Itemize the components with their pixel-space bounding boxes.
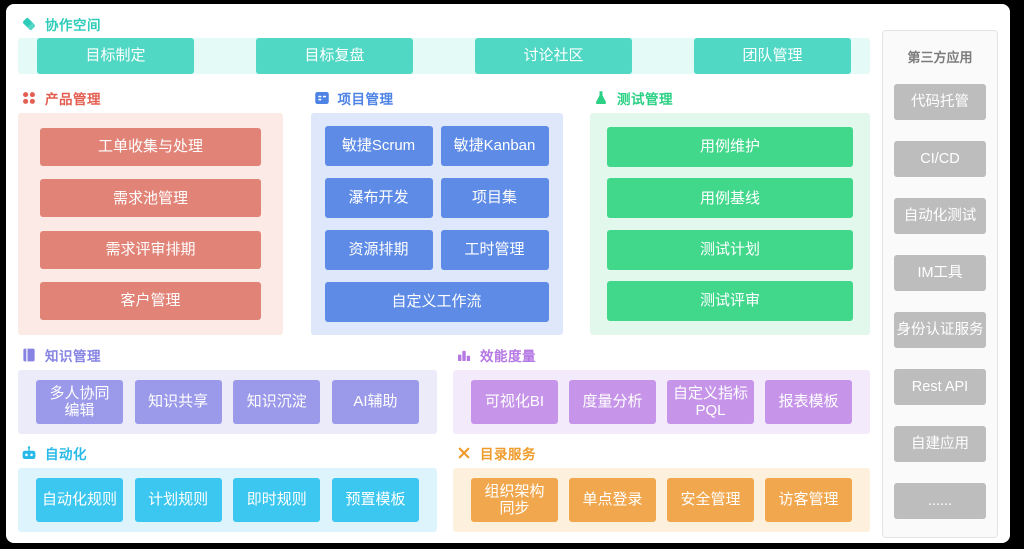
project-button-worktime[interactable]: 工时管理 <box>440 230 549 270</box>
knowledge-section: 知识管理 多人协同 编辑 知识共享 知识沉淀 AI辅助 <box>18 342 437 434</box>
knowledge-button-accumulate[interactable]: 知识沉淀 <box>233 380 321 424</box>
test-button-case-maintain[interactable]: 用例维护 <box>607 127 853 167</box>
product-section: 产品管理 工单收集与处理 需求池管理 需求评审排期 客户管理 <box>18 85 283 335</box>
thirdparty-button-custom-app[interactable]: 自建应用 <box>894 426 986 462</box>
automation-panel: 自动化规则 计划规则 即时规则 预置模板 <box>18 468 437 532</box>
thirdparty-button-auto-test[interactable]: 自动化测试 <box>894 198 986 234</box>
directory-button-sso[interactable]: 单点登录 <box>569 478 656 522</box>
efficiency-button-analysis[interactable]: 度量分析 <box>569 380 656 424</box>
project-button-kanban[interactable]: 敏捷Kanban <box>440 126 549 166</box>
product-button-backlog[interactable]: 需求池管理 <box>40 179 261 218</box>
test-button-review[interactable]: 测试评审 <box>607 280 853 321</box>
automation-header: 自动化 <box>20 442 437 464</box>
project-button-resource[interactable]: 资源排期 <box>324 230 433 270</box>
directory-header: 目录服务 <box>455 442 870 464</box>
handshake-icon <box>20 15 38 33</box>
project-button-workflow[interactable]: 自定义工作流 <box>324 282 549 322</box>
test-title: 测试管理 <box>617 92 673 107</box>
knowledge-header: 知识管理 <box>20 344 437 366</box>
project-panel: 敏捷Scrum 敏捷Kanban 瀑布开发 项目集 资源排期 工时管理 自定义工… <box>310 113 563 335</box>
collab-button-discussion[interactable]: 讨论社区 <box>475 38 632 74</box>
test-button-plan[interactable]: 测试计划 <box>607 229 853 270</box>
dots-grid-icon <box>20 89 38 107</box>
directory-button-org-sync[interactable]: 组织架构 同步 <box>471 478 558 522</box>
row-knowledge-efficiency: 知识管理 多人协同 编辑 知识共享 知识沉淀 AI辅助 效能度量 可视化B <box>18 342 870 434</box>
thirdparty-button-code-hosting[interactable]: 代码托管 <box>894 84 986 120</box>
efficiency-button-bi[interactable]: 可视化BI <box>471 380 558 424</box>
project-button-program[interactable]: 项目集 <box>440 178 549 218</box>
collab-button-goal-setting[interactable]: 目标制定 <box>37 38 194 74</box>
efficiency-section: 效能度量 可视化BI 度量分析 自定义指标 PQL 报表模板 <box>453 342 870 434</box>
automation-section: 自动化 自动化规则 计划规则 即时规则 预置模板 <box>18 440 437 532</box>
automation-button-rules[interactable]: 自动化规则 <box>36 478 123 522</box>
test-header: 测试管理 <box>592 87 870 109</box>
kanban-board-icon <box>313 89 331 107</box>
collab-button-team[interactable]: 团队管理 <box>694 38 851 74</box>
product-title: 产品管理 <box>45 92 101 107</box>
product-button-ticket[interactable]: 工单收集与处理 <box>40 128 261 166</box>
tools-icon <box>455 444 473 462</box>
automation-button-instant[interactable]: 即时规则 <box>233 478 321 522</box>
collab-button-goal-review[interactable]: 目标复盘 <box>256 38 413 74</box>
test-section: 测试管理 用例维护 用例基线 测试计划 测试评审 <box>590 85 870 335</box>
thirdparty-title: 第三方应用 <box>907 50 973 65</box>
automation-button-scheduled[interactable]: 计划规则 <box>134 478 222 522</box>
feature-map-canvas: 协作空间 目标制定 目标复盘 讨论社区 团队管理 产品管理 工单收集与处理 需求… <box>6 4 1010 543</box>
efficiency-button-report-template[interactable]: 报表模板 <box>765 380 852 424</box>
product-button-review-schedule[interactable]: 需求评审排期 <box>40 230 261 269</box>
product-header: 产品管理 <box>20 87 283 109</box>
thirdparty-button-im[interactable]: IM工具 <box>894 255 986 291</box>
knowledge-title: 知识管理 <box>45 349 101 364</box>
robot-icon <box>20 444 38 462</box>
directory-title: 目录服务 <box>480 447 536 462</box>
directory-panel: 组织架构 同步 单点登录 安全管理 访客管理 <box>453 468 870 532</box>
efficiency-title: 效能度量 <box>480 349 536 364</box>
directory-button-guest[interactable]: 访客管理 <box>765 478 852 522</box>
project-section: 项目管理 敏捷Scrum 敏捷Kanban 瀑布开发 项目集 资源排期 工时管理 <box>310 85 563 335</box>
flask-icon <box>592 89 610 107</box>
test-panel: 用例维护 用例基线 测试计划 测试评审 <box>590 113 870 335</box>
collaboration-title: 协作空间 <box>45 18 101 33</box>
row-automation-directory: 自动化 自动化规则 计划规则 即时规则 预置模板 目录服务 组织架构 同步 <box>18 440 870 532</box>
project-button-waterfall[interactable]: 瀑布开发 <box>324 178 433 218</box>
efficiency-header: 效能度量 <box>455 344 870 366</box>
thirdparty-sidebar: 第三方应用 代码托管 CI/CD 自动化测试 IM工具 身份认证服务 Rest … <box>882 30 998 538</box>
bar-chart-icon <box>455 346 473 364</box>
automation-button-preset[interactable]: 预置模板 <box>331 478 419 522</box>
test-button-case-baseline[interactable]: 用例基线 <box>607 178 853 219</box>
collaboration-panel: 目标制定 目标复盘 讨论社区 团队管理 <box>18 38 870 74</box>
knowledge-button-share[interactable]: 知识共享 <box>134 380 222 424</box>
knowledge-button-coedit[interactable]: 多人协同 编辑 <box>36 380 123 424</box>
knowledge-panel: 多人协同 编辑 知识共享 知识沉淀 AI辅助 <box>18 370 437 434</box>
directory-section: 目录服务 组织架构 同步 单点登录 安全管理 访客管理 <box>453 440 870 532</box>
knowledge-button-ai[interactable]: AI辅助 <box>331 380 419 424</box>
project-title: 项目管理 <box>337 92 394 107</box>
book-icon <box>20 346 38 364</box>
product-button-customer[interactable]: 客户管理 <box>40 281 261 320</box>
efficiency-panel: 可视化BI 度量分析 自定义指标 PQL 报表模板 <box>453 370 870 434</box>
automation-title: 自动化 <box>45 447 87 462</box>
efficiency-button-pql[interactable]: 自定义指标 PQL <box>667 380 754 424</box>
main-area: 协作空间 目标制定 目标复盘 讨论社区 团队管理 产品管理 工单收集与处理 需求… <box>18 12 870 535</box>
collaboration-header: 协作空间 <box>20 14 870 34</box>
project-button-scrum[interactable]: 敏捷Scrum <box>324 126 433 166</box>
thirdparty-button-rest-api[interactable]: Rest API <box>894 369 986 405</box>
project-header: 项目管理 <box>313 87 563 109</box>
middle-columns: 产品管理 工单收集与处理 需求池管理 需求评审排期 客户管理 项目管理 <box>18 85 870 335</box>
product-panel: 工单收集与处理 需求池管理 需求评审排期 客户管理 <box>18 113 283 335</box>
thirdparty-button-more[interactable]: ...... <box>894 483 986 519</box>
thirdparty-button-identity[interactable]: 身份认证服务 <box>894 312 986 348</box>
directory-button-security[interactable]: 安全管理 <box>667 478 754 522</box>
thirdparty-button-cicd[interactable]: CI/CD <box>894 141 986 177</box>
